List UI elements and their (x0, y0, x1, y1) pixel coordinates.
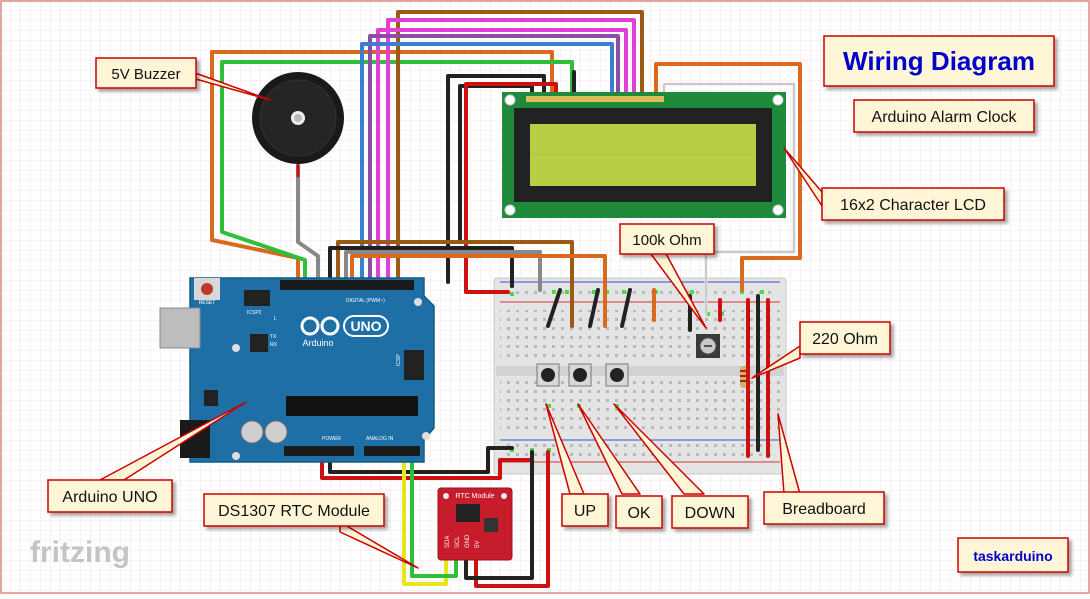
arduino-brand-text: Arduino (302, 338, 333, 348)
buzzer (252, 72, 344, 164)
label-buzzer: 5V Buzzer (111, 66, 180, 83)
rtc-pin-gnd: GND (465, 534, 471, 548)
rtc-module: RTC Module SDA SCL GND 5V (437, 487, 513, 561)
label-up-button: UP (574, 503, 596, 520)
icsp-label: ICSP (396, 354, 402, 366)
rtc-title-text: RTC Module (455, 493, 494, 500)
digital-label: DIGITAL (PWM~) (346, 298, 385, 304)
lcd-module (502, 92, 786, 218)
rtc-pin-scl: SCL (455, 536, 461, 548)
label-breadboard: Breadboard (782, 501, 866, 518)
rtc-pin-5v: 5V (475, 541, 481, 548)
label-resistor: 220 Ohm (812, 331, 878, 348)
power-label: POWER (322, 436, 341, 442)
breadboard (493, 277, 787, 475)
rtc-pin-sda: SDA (445, 536, 451, 548)
diagram-title: Wiring Diagram (843, 46, 1035, 76)
icsp2-label: ICSP2 (247, 310, 262, 316)
push-button-down (605, 363, 629, 387)
label-lcd: 16x2 Character LCD (840, 197, 986, 214)
led-tx-label: TX (270, 334, 277, 340)
label-down-button: DOWN (685, 505, 736, 522)
arduino-board: UNO Arduino RESET ICSP2 ICSP DIGITAL (PW… (159, 277, 435, 463)
led-rx-label: RX (270, 342, 278, 348)
label-rtc: DS1307 RTC Module (218, 503, 370, 520)
reset-label: RESET (199, 300, 216, 306)
push-button-up (536, 363, 560, 387)
diagram-subtitle: Arduino Alarm Clock (872, 109, 1018, 126)
callout-boxes (47, 35, 1069, 573)
brand-label: taskarduino (973, 548, 1052, 564)
push-button-ok (568, 363, 592, 387)
analog-label: ANALOG IN (366, 436, 394, 442)
potentiometer (696, 334, 720, 358)
uno-logo-text: UNO (350, 318, 381, 334)
label-arduino: Arduino UNO (62, 489, 157, 506)
label-ok-button: OK (627, 505, 650, 522)
label-potentiometer: 100k Ohm (632, 232, 701, 249)
fritzing-watermark: fritzing (30, 536, 130, 569)
led-l-label: L (274, 316, 277, 322)
